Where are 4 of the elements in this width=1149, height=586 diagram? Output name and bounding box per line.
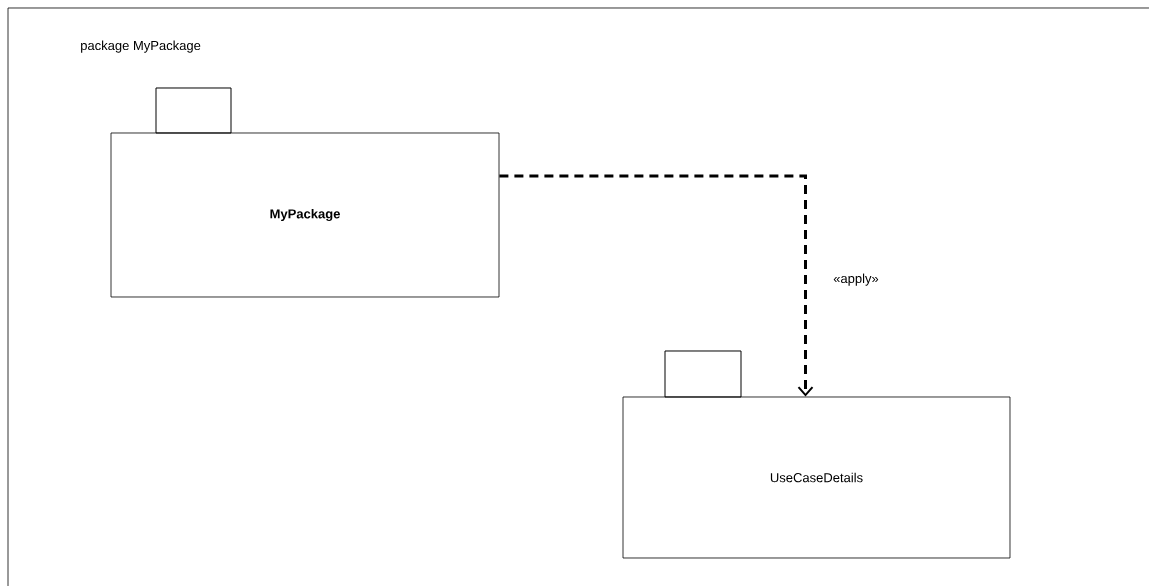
edge-label: «apply» — [833, 273, 879, 286]
dependency-arrow — [499, 174, 814, 397]
package-box: MyPackage — [110, 87, 500, 298]
package-box: UseCaseDetails — [622, 350, 1011, 559]
